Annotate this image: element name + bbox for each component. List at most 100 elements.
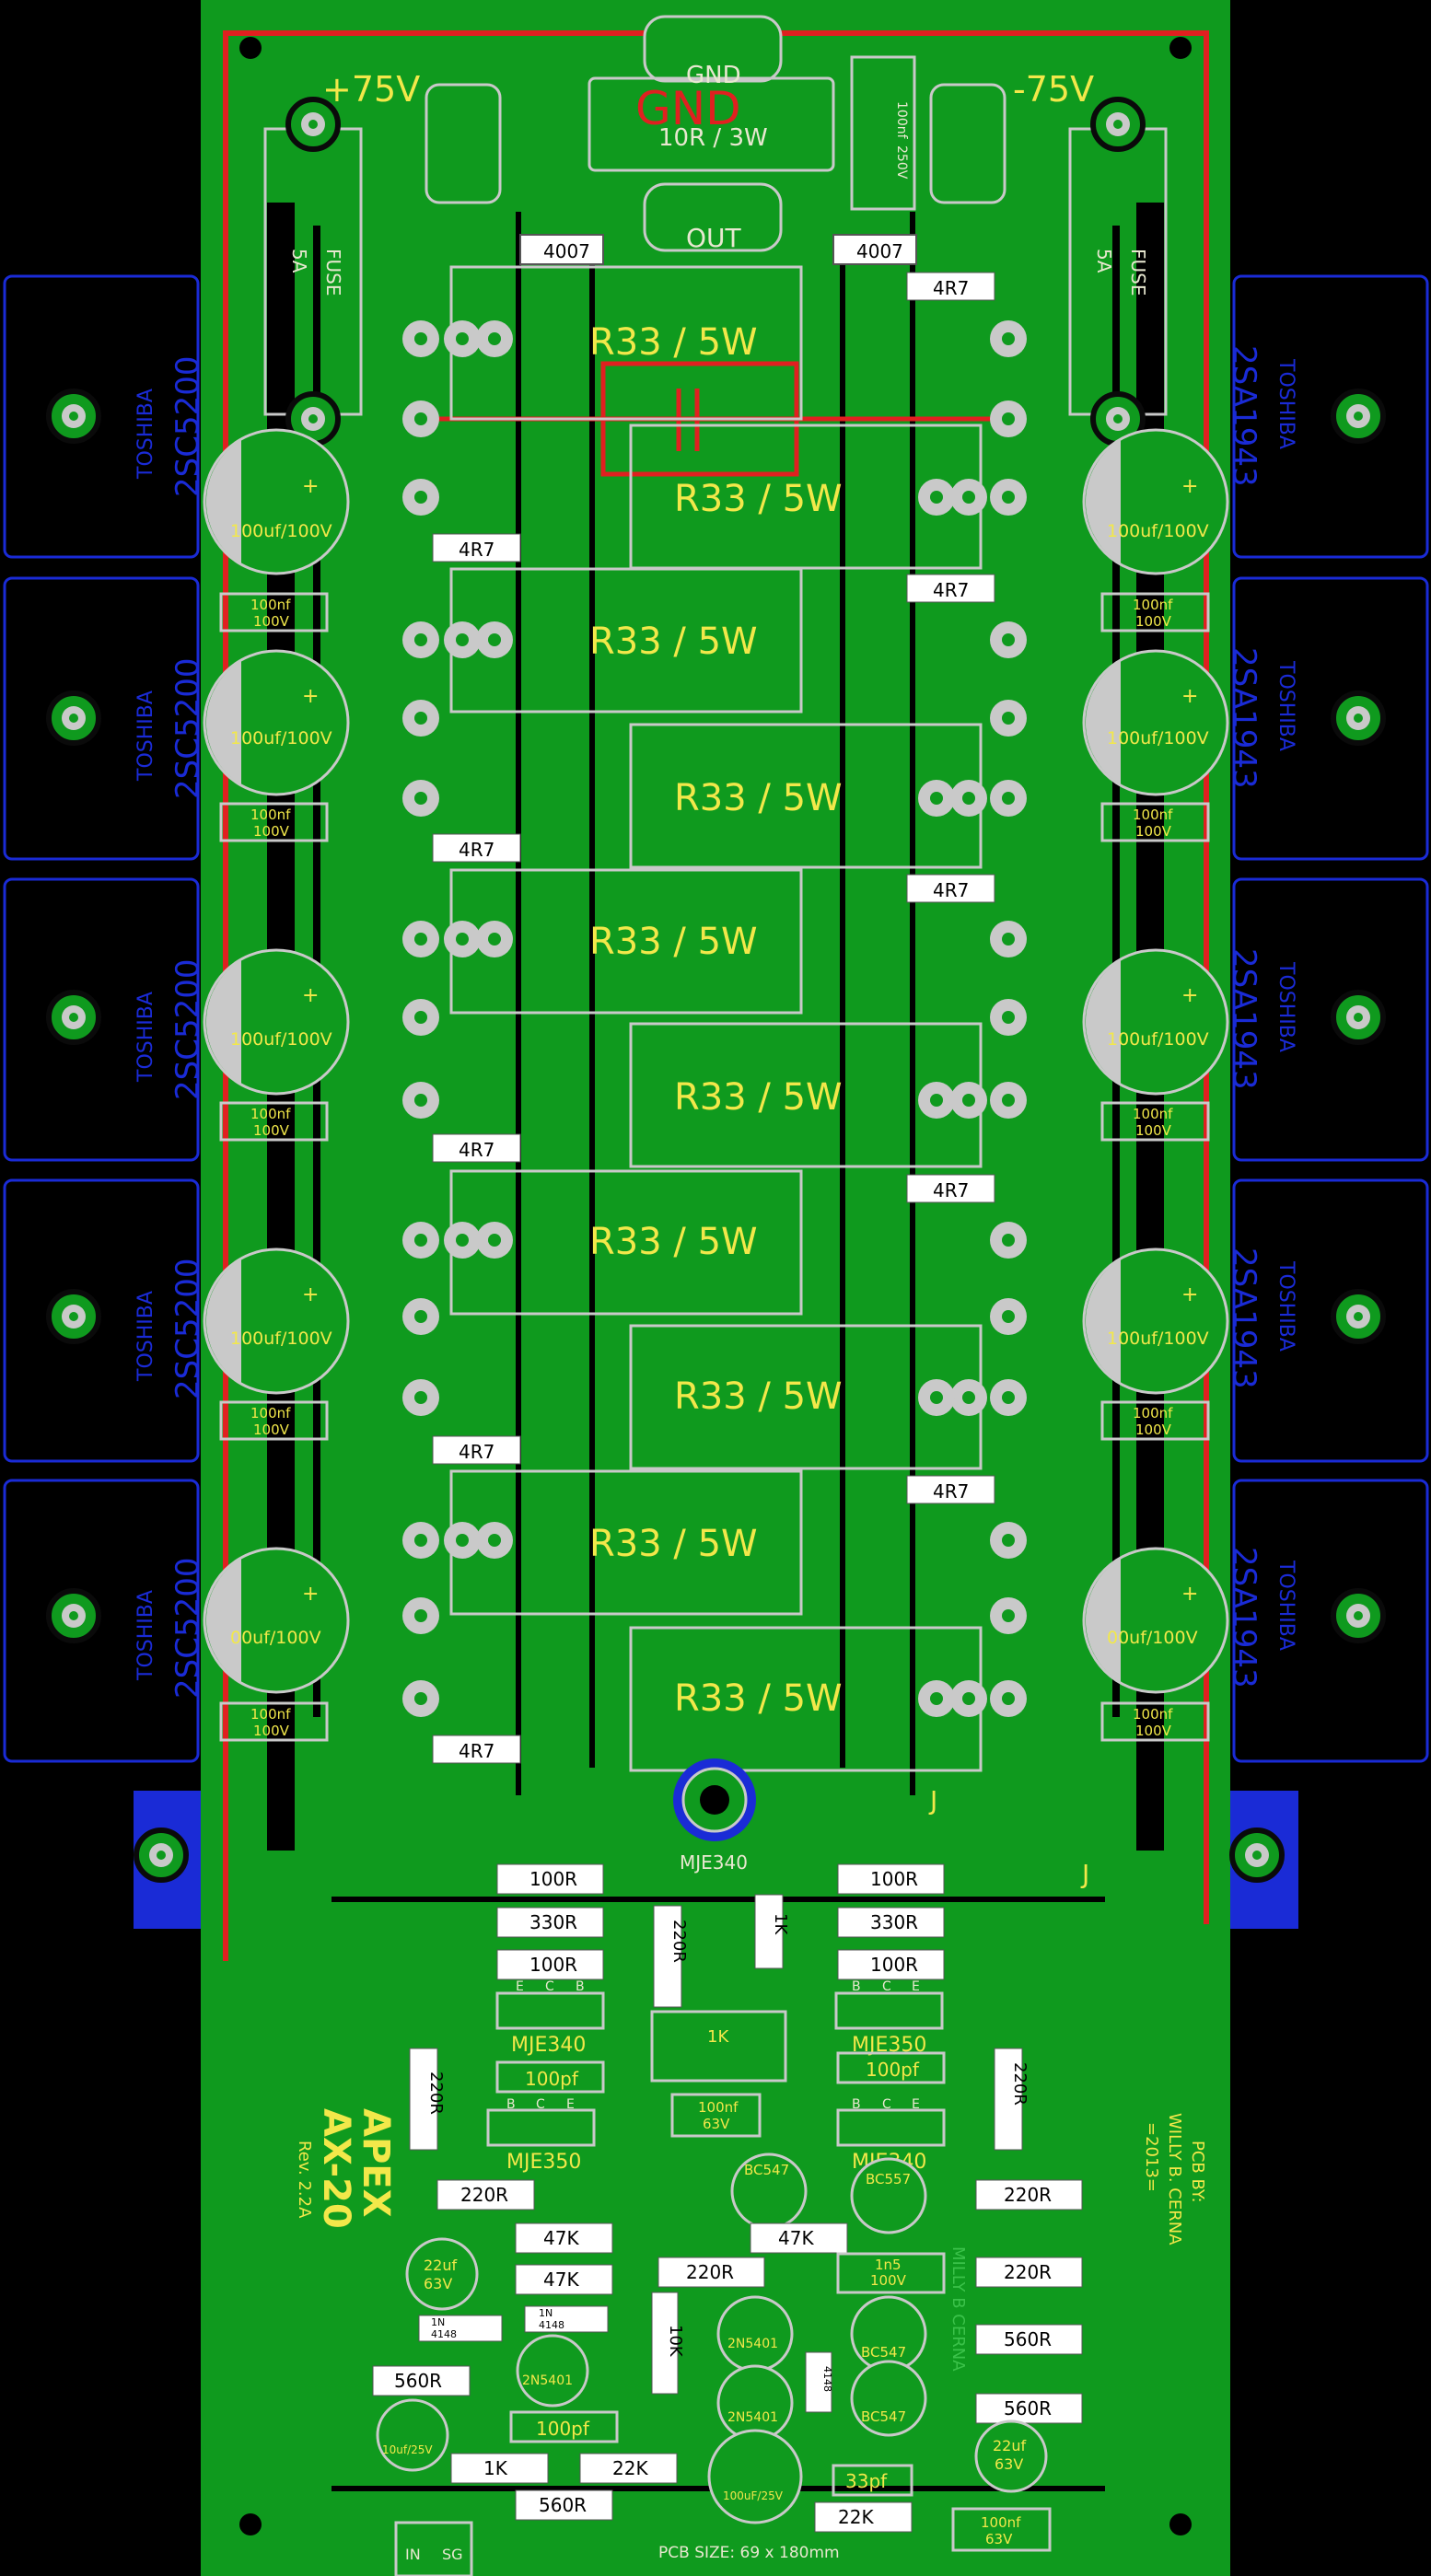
svg-text:560R: 560R [1004, 2328, 1052, 2350]
svg-text:R33 / 5W: R33 / 5W [674, 1076, 843, 1119]
svg-text:+: + [302, 984, 319, 1007]
svg-text:100pf: 100pf [525, 2068, 579, 2090]
svg-text:100V: 100V [1135, 1421, 1172, 1438]
cap-gnd-bot: 250V [894, 145, 909, 180]
svg-text:2SA1943: 2SA1943 [1226, 1547, 1262, 1688]
base-resistors: 4R7 4R7 4R7 4R7 4R7 4R7 4R7 4R7 4R7 4R7 [432, 272, 995, 1764]
svg-text:63V: 63V [985, 2531, 1013, 2547]
svg-text:R33 / 5W: R33 / 5W [674, 1375, 843, 1418]
svg-text:220R: 220R [426, 2071, 446, 2115]
svg-text:4R7: 4R7 [933, 579, 969, 601]
svg-text:2SC5200: 2SC5200 [169, 356, 206, 497]
npn-transistors [3, 274, 200, 1763]
svg-text:2N5401: 2N5401 [522, 2373, 573, 2388]
svg-text:100V: 100V [253, 823, 290, 840]
svg-text:4007: 4007 [856, 240, 903, 262]
svg-text:TOSHIBA: TOSHIBA [134, 1291, 157, 1382]
svg-text:100nf: 100nf [1133, 1405, 1173, 1421]
gnd-terminal [643, 15, 783, 83]
bias-trimmer: 1K [650, 1758, 787, 2083]
svg-text:560R: 560R [394, 2370, 442, 2392]
svg-text:B: B [852, 1979, 861, 1994]
svg-text:C: C [545, 1979, 554, 1994]
svg-text:22K: 22K [838, 2506, 874, 2528]
svg-text:100V: 100V [1135, 823, 1172, 840]
svg-text:100R: 100R [870, 1954, 918, 1976]
svg-text:R33 / 5W: R33 / 5W [589, 1221, 758, 1263]
svg-text:22uf: 22uf [424, 2257, 458, 2274]
svg-text:2N5401: 2N5401 [727, 2410, 778, 2425]
svg-text:4R7: 4R7 [459, 1740, 494, 1762]
svg-text:4148: 4148 [539, 2319, 564, 2331]
svg-text:SG: SG [442, 2546, 463, 2563]
svg-text:330R: 330R [870, 1911, 918, 1933]
pnp-transistors [1232, 274, 1429, 1763]
svg-text:63V: 63V [995, 2455, 1023, 2473]
svg-text:R33 / 5W: R33 / 5W [674, 777, 843, 819]
gnd-resistor-label: 10R / 3W [658, 124, 768, 152]
svg-text:2SC5200: 2SC5200 [169, 1259, 206, 1399]
gnd-label: GND [686, 62, 741, 89]
svg-text:00uf/100V: 00uf/100V [1107, 1628, 1198, 1648]
svg-text:+: + [302, 1283, 319, 1306]
svg-text:220R: 220R [669, 1920, 689, 1963]
mounting-holes [239, 37, 1192, 2535]
svg-text:100uf/100V: 100uf/100V [230, 1329, 332, 1349]
svg-text:TOSHIBA: TOSHIBA [134, 992, 157, 1083]
svg-text:100nf: 100nf [250, 806, 291, 823]
credit-2: WILLY B. CERNA [1165, 2113, 1184, 2245]
svg-text:47K: 47K [543, 2227, 579, 2249]
mirror-text: MILLY B CERNA [948, 2246, 968, 2372]
svg-text:220R: 220R [460, 2184, 508, 2206]
brand-logo: APEX [355, 2108, 397, 2218]
svg-text:100nf: 100nf [250, 1106, 291, 1122]
svg-text:+: + [302, 475, 319, 498]
bulk-caps-right: 100uf/100V+ 100uf/100V+ 100uf/100V+ 100u… [1082, 428, 1229, 1694]
svg-text:IN: IN [405, 2546, 421, 2563]
svg-text:560R: 560R [539, 2494, 587, 2516]
svg-text:TOSHIBA: TOSHIBA [134, 1590, 157, 1681]
jumper-1: J [928, 1785, 937, 1816]
svg-text:100uf/100V: 100uf/100V [1107, 1329, 1209, 1349]
svg-text:100R: 100R [529, 1868, 577, 1890]
svg-text:4R7: 4R7 [459, 1139, 494, 1161]
svg-text:TOSHIBA: TOSHIBA [134, 690, 157, 782]
svg-text:2N5401: 2N5401 [727, 2337, 778, 2351]
svg-text:100nf: 100nf [1133, 1706, 1173, 1723]
svg-text:4R7: 4R7 [933, 1179, 969, 1201]
svg-text:TOSHIBA: TOSHIBA [1274, 1560, 1297, 1651]
svg-text:+: + [1181, 475, 1198, 498]
svg-text:R33 / 5W: R33 / 5W [674, 1677, 843, 1720]
svg-text:TOSHIBA: TOSHIBA [1274, 358, 1297, 449]
svg-text:100nf: 100nf [250, 1706, 291, 1723]
svg-text:47K: 47K [778, 2227, 814, 2249]
svg-text:00uf/100V: 00uf/100V [230, 1628, 321, 1648]
svg-text:100V: 100V [1135, 1122, 1172, 1139]
svg-text:+: + [1181, 1283, 1198, 1306]
driver-left: 100R 330R 100R E C B MJE340 100pf B C E … [372, 1863, 685, 2576]
svg-text:100V: 100V [253, 613, 290, 630]
svg-text:E: E [566, 2097, 575, 2112]
svg-text:+: + [1181, 685, 1198, 708]
svg-text:10K: 10K [666, 2325, 685, 2358]
brand-model: AX-20 [315, 2108, 357, 2229]
svg-text:2SA1943: 2SA1943 [1226, 948, 1262, 1090]
svg-text:BC547: BC547 [861, 2408, 906, 2425]
cap-gnd-top: 100nf [894, 101, 909, 140]
svg-text:FUSE: FUSE [322, 249, 344, 296]
fuse-block-right [929, 83, 1006, 204]
emitter-resistor: R33 / 5W [629, 1626, 983, 1772]
svg-text:TOSHIBA: TOSHIBA [1274, 660, 1297, 751]
svg-text:4R7: 4R7 [933, 1480, 969, 1503]
svg-text:B: B [576, 1979, 585, 1994]
svg-text:MJE350: MJE350 [506, 2151, 581, 2174]
svg-text:100nf: 100nf [1133, 1106, 1173, 1122]
board-outline [201, 0, 1230, 2576]
bulk-caps-left: 100uf/100V+ 100uf/100V+ 100uf/100V+ 100u… [203, 428, 350, 1694]
svg-text:100V: 100V [870, 2272, 907, 2289]
svg-text:100uf/100V: 100uf/100V [1107, 1029, 1209, 1050]
svg-text:10uf/25V: 10uf/25V [382, 2443, 433, 2456]
svg-text:4007: 4007 [543, 240, 590, 262]
